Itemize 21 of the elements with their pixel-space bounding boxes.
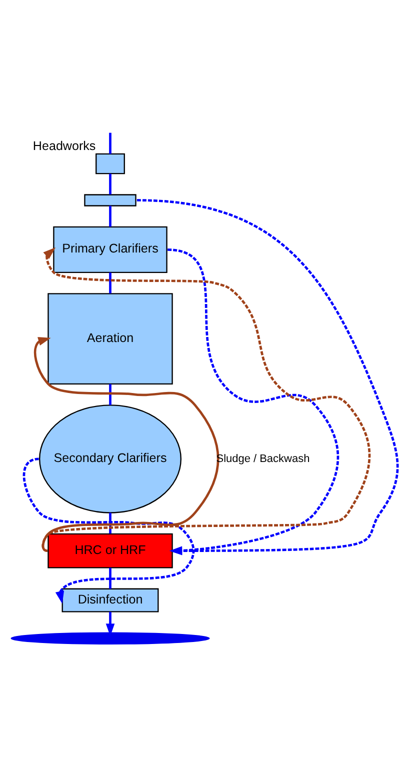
arrow xyxy=(42,247,371,552)
arrow xyxy=(106,612,115,636)
node-box: Disinfection xyxy=(62,588,159,612)
node-ellipse: Secondary Clarifiers xyxy=(38,404,182,514)
arrow xyxy=(34,337,220,552)
connector xyxy=(109,512,112,534)
node-label: Headworks xyxy=(32,138,96,153)
arrow xyxy=(167,248,340,555)
node-water xyxy=(10,632,210,644)
node-box: Aeration xyxy=(48,293,173,385)
connector xyxy=(109,132,112,154)
node-box xyxy=(84,194,136,206)
connector xyxy=(109,174,112,194)
node-box: HRC or HRF xyxy=(48,533,173,568)
node-box: Primary Clarifiers xyxy=(53,226,168,274)
connector xyxy=(109,568,112,589)
connector xyxy=(109,272,112,294)
connector xyxy=(109,384,112,406)
arrow xyxy=(136,199,399,556)
connector xyxy=(109,206,112,227)
node-box xyxy=(96,153,125,174)
